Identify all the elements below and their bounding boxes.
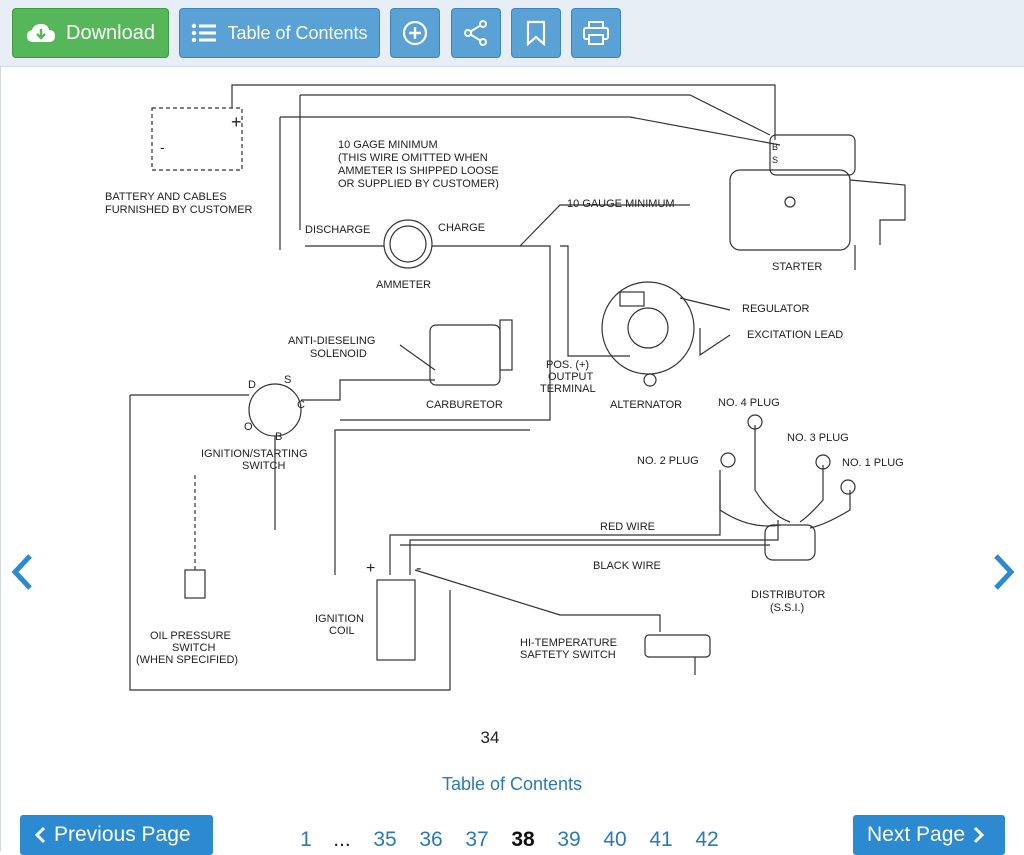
gage-min-label-1: 10 GAGE MINIMUM [338, 139, 438, 151]
previous-page-button[interactable]: Previous Page [20, 815, 213, 855]
share-button[interactable] [451, 8, 501, 58]
zoom-in-icon [402, 20, 428, 46]
bookmark-icon [526, 20, 546, 46]
starter-s-label: S [772, 155, 778, 165]
coil-plus-label: + [366, 560, 375, 577]
coil-minus-label: - [416, 560, 421, 577]
page-link-36[interactable]: 36 [419, 828, 443, 851]
oil-pressure-label-3: (WHEN SPECIFIED) [136, 654, 238, 666]
switch-s-label: S [284, 374, 291, 386]
gage-min-label-4: OR SUPPLIED BY CUSTOMER) [338, 178, 499, 190]
distributor-label-2: (S.S.I.) [770, 602, 804, 614]
plug-4-label: NO. 4 PLUG [718, 397, 780, 409]
page-link-42[interactable]: 42 [695, 828, 719, 851]
document-viewer [0, 66, 1024, 851]
anti-dieseling-label-1: ANTI-DIESELING [288, 335, 375, 347]
hi-temp-label-1: HI-TEMPERATURE [520, 637, 617, 649]
plug-1-label: NO. 1 PLUG [842, 457, 904, 469]
page-link-37[interactable]: 37 [465, 828, 489, 851]
list-icon [192, 23, 217, 43]
distributor-label-1: DISTRIBUTOR [751, 589, 825, 601]
next-page-label: Next Page [867, 823, 966, 846]
page-link-1[interactable]: 1 [300, 828, 312, 851]
chevron-left-small-icon [34, 826, 46, 844]
ammeter-label: AMMETER [376, 279, 431, 291]
black-wire-label: BLACK WIRE [593, 560, 661, 572]
wiring-diagram: + - BATTERY AND CABLES FURNISHED BY CUST… [105, 84, 906, 691]
ignition-switch-label-1: IGNITION/STARTING [201, 448, 308, 460]
page-link-41[interactable]: 41 [649, 828, 673, 851]
page-link-40[interactable]: 40 [603, 828, 627, 851]
starter-label: STARTER [772, 261, 822, 273]
gage-min-label-2: (THIS WIRE OMITTED WHEN [338, 152, 488, 164]
ignition-coil-label-2: COIL [329, 625, 355, 637]
ignition-switch-label-2: SWITCH [242, 460, 285, 472]
battery-minus-label: - [160, 139, 165, 155]
hi-temp-label-2: SAFTETY SWITCH [520, 649, 616, 661]
previous-page-label: Previous Page [54, 823, 191, 846]
cloud-download-icon [27, 24, 56, 42]
toc-button-label: Table of Contents [227, 22, 368, 43]
oil-pressure-label-2: SWITCH [172, 642, 215, 654]
switch-c-label: C [297, 399, 305, 411]
regulator-label: REGULATOR [742, 303, 809, 315]
table-of-contents-link[interactable]: Table of Contents [441, 774, 583, 794]
switch-b-label: B [275, 431, 282, 443]
page-link-39[interactable]: 39 [557, 828, 581, 851]
page-link-38-current: 38 [511, 828, 535, 851]
pos-terminal-label-2: OUTPUT [548, 371, 594, 383]
gauge-min-label: 10 GAUGE MINIMUM [567, 198, 675, 210]
page-number: 34 [480, 728, 500, 747]
download-button[interactable]: Download [12, 8, 169, 58]
starter-b-label: B [772, 142, 778, 152]
page-link-35[interactable]: 35 [373, 828, 397, 851]
chevron-left-icon [11, 554, 32, 590]
carburetor-label: CARBURETOR [426, 399, 503, 411]
battery-label-2: FURNISHED BY CUSTOMER [105, 204, 253, 216]
share-icon [464, 20, 487, 46]
excitation-label: EXCITATION LEAD [747, 329, 843, 341]
pagination: 1 ... 35 36 37 38 39 40 41 42 [290, 828, 730, 852]
toolbar: Download Table of Contents [0, 0, 1024, 67]
next-arrow-button[interactable] [986, 548, 1022, 596]
chevron-right-small-icon [974, 826, 985, 844]
red-wire-label: RED WIRE [600, 521, 655, 533]
previous-arrow-button[interactable] [4, 548, 40, 596]
plug-3-label: NO. 3 PLUG [787, 432, 849, 444]
download-label: Download [66, 21, 155, 44]
table-of-contents-button[interactable]: Table of Contents [179, 8, 380, 58]
print-icon [583, 21, 609, 45]
battery-label: BATTERY AND CABLES [105, 191, 227, 203]
plug-2-label: NO. 2 PLUG [637, 455, 699, 467]
anti-dieseling-label-2: SOLENOID [310, 348, 367, 360]
battery-plus-label: + [231, 112, 242, 132]
gage-min-label-3: AMMETER IS SHIPPED LOOSE [338, 165, 499, 177]
bookmark-button[interactable] [511, 8, 561, 58]
page-ellipsis: ... [333, 828, 351, 851]
oil-pressure-label-1: OIL PRESSURE [150, 630, 231, 642]
alternator-label: ALTERNATOR [610, 399, 682, 411]
ignition-coil-label-1: IGNITION [315, 613, 364, 625]
next-page-button[interactable]: Next Page [853, 815, 1005, 855]
zoom-in-button[interactable] [390, 8, 440, 58]
discharge-label: DISCHARGE [305, 224, 370, 236]
print-button[interactable] [571, 8, 621, 58]
switch-o-label: O [244, 421, 253, 433]
pos-terminal-label-3: TERMINAL [540, 383, 596, 395]
charge-label: CHARGE [438, 222, 485, 234]
chevron-right-icon [994, 554, 1015, 590]
switch-d-label: D [248, 379, 256, 391]
pos-terminal-label-1: POS. (+) [546, 359, 589, 371]
